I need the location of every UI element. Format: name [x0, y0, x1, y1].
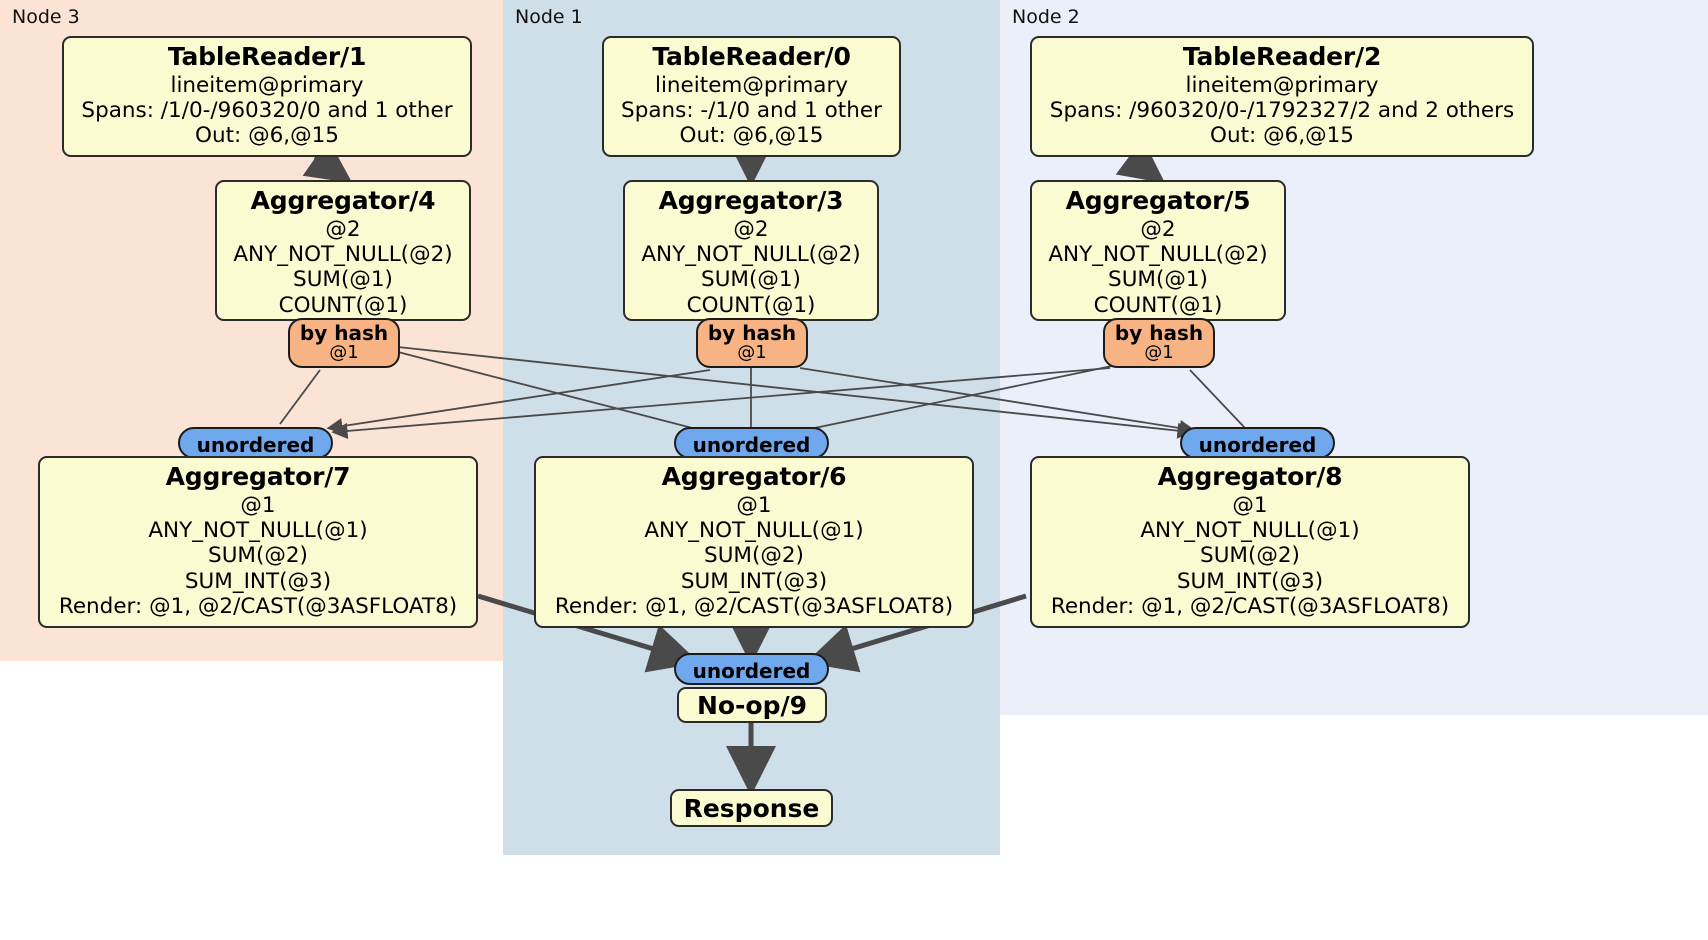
processor-aggregator-7[interactable]: Aggregator/7 @1 ANY_NOT_NULL(@1) SUM(@2)…: [38, 456, 478, 628]
processor-line: Spans: /960320/0-/1792327/2 and 2 others: [1049, 97, 1515, 123]
processor-aggregator-8[interactable]: Aggregator/8 @1 ANY_NOT_NULL(@1) SUM(@2)…: [1030, 456, 1470, 628]
processor-title: Aggregator/6: [661, 462, 847, 491]
panel-node-1-label: Node 1: [515, 6, 583, 28]
processor-title: Aggregator/7: [165, 462, 351, 491]
processor-line: SUM(@2): [1200, 543, 1300, 569]
output-router-by-hash-right[interactable]: by hash @1: [1103, 318, 1215, 368]
processor-title: Aggregator/3: [658, 186, 844, 215]
processor-no-op-9[interactable]: No-op/9: [677, 687, 827, 723]
processor-tablereader-1[interactable]: TableReader/1 lineitem@primary Spans: /1…: [62, 36, 472, 157]
processor-title: Aggregator/8: [1157, 462, 1343, 491]
input-synchronizer-unordered-mid[interactable]: unordered: [674, 427, 829, 459]
processor-line: @2: [1140, 216, 1176, 242]
panel-node-3-label: Node 3: [12, 6, 80, 28]
processor-aggregator-4[interactable]: Aggregator/4 @2 ANY_NOT_NULL(@2) SUM(@1)…: [215, 180, 471, 321]
processor-line: Render: @1, @2/CAST(@3ASFLOAT8): [1050, 593, 1450, 619]
input-synchronizer-unordered-left[interactable]: unordered: [178, 427, 333, 459]
input-synchronizer-unordered-right[interactable]: unordered: [1180, 427, 1335, 459]
processor-line: COUNT(@1): [1093, 292, 1223, 318]
processor-line: ANY_NOT_NULL(@2): [641, 241, 861, 267]
processor-tablereader-0[interactable]: TableReader/0 lineitem@primary Spans: -/…: [602, 36, 901, 157]
processor-line: @2: [325, 216, 361, 242]
badge-title: unordered: [692, 659, 811, 683]
processor-line: @1: [1232, 492, 1268, 518]
processor-aggregator-5[interactable]: Aggregator/5 @2 ANY_NOT_NULL(@2) SUM(@1)…: [1030, 180, 1286, 321]
badge-title: by hash: [299, 321, 389, 345]
processor-title: Aggregator/4: [250, 186, 436, 215]
processor-line: ANY_NOT_NULL(@1): [1140, 517, 1360, 543]
processor-line: Render: @1, @2/CAST(@3ASFLOAT8): [554, 593, 954, 619]
processor-aggregator-3[interactable]: Aggregator/3 @2 ANY_NOT_NULL(@2) SUM(@1)…: [623, 180, 879, 321]
processor-line: @1: [240, 492, 276, 518]
processor-line: ANY_NOT_NULL(@2): [1048, 241, 1268, 267]
badge-title: unordered: [692, 433, 811, 457]
badge-title: unordered: [1198, 433, 1317, 457]
output-router-by-hash-mid[interactable]: by hash @1: [696, 318, 808, 368]
processor-line: Out: @6,@15: [679, 123, 824, 149]
badge-subtitle: @1: [737, 342, 767, 363]
badge-subtitle: @1: [1144, 342, 1174, 363]
processor-line: SUM(@1): [701, 267, 801, 293]
processor-title: No-op/9: [696, 690, 808, 720]
processor-line: lineitem@primary: [1185, 72, 1379, 98]
input-synchronizer-unordered-final[interactable]: unordered: [674, 653, 829, 685]
processor-line: Spans: /1/0-/960320/0 and 1 other: [81, 97, 453, 123]
processor-title: TableReader/1: [167, 42, 367, 71]
processor-line: lineitem@primary: [170, 72, 364, 98]
processor-title: Aggregator/5: [1065, 186, 1251, 215]
processor-line: Out: @6,@15: [1210, 123, 1354, 149]
panel-node-2-label: Node 2: [1012, 6, 1080, 28]
processor-title: TableReader/0: [652, 42, 851, 71]
output-router-by-hash-left[interactable]: by hash @1: [288, 318, 400, 368]
processor-line: SUM(@1): [1108, 267, 1208, 293]
processor-tablereader-2[interactable]: TableReader/2 lineitem@primary Spans: /9…: [1030, 36, 1534, 157]
processor-line: SUM(@2): [208, 543, 308, 569]
processor-line: ANY_NOT_NULL(@1): [644, 517, 864, 543]
processor-line: SUM(@2): [704, 543, 804, 569]
badge-subtitle: @1: [329, 342, 359, 363]
processor-line: COUNT(@1): [278, 292, 408, 318]
processor-response[interactable]: Response: [670, 789, 833, 827]
processor-line: SUM(@1): [293, 267, 393, 293]
processor-line: @1: [736, 492, 772, 518]
processor-line: ANY_NOT_NULL(@2): [233, 241, 453, 267]
processor-line: Spans: -/1/0 and 1 other: [621, 97, 882, 123]
processor-line: SUM_INT(@3): [184, 568, 332, 594]
badge-title: by hash: [1114, 321, 1204, 345]
processor-title: TableReader/2: [1182, 42, 1382, 71]
badge-title: unordered: [196, 433, 315, 457]
processor-line: SUM_INT(@3): [680, 568, 828, 594]
processor-aggregator-6[interactable]: Aggregator/6 @1 ANY_NOT_NULL(@1) SUM(@2)…: [534, 456, 974, 628]
processor-line: ANY_NOT_NULL(@1): [148, 517, 368, 543]
processor-line: Render: @1, @2/CAST(@3ASFLOAT8): [58, 593, 458, 619]
processor-line: COUNT(@1): [686, 292, 816, 318]
badge-title: by hash: [707, 321, 797, 345]
processor-line: Out: @6,@15: [195, 123, 339, 149]
processor-line: lineitem@primary: [654, 72, 849, 98]
processor-title: Response: [683, 793, 820, 823]
processor-line: @2: [733, 216, 769, 242]
processor-line: SUM_INT(@3): [1176, 568, 1324, 594]
